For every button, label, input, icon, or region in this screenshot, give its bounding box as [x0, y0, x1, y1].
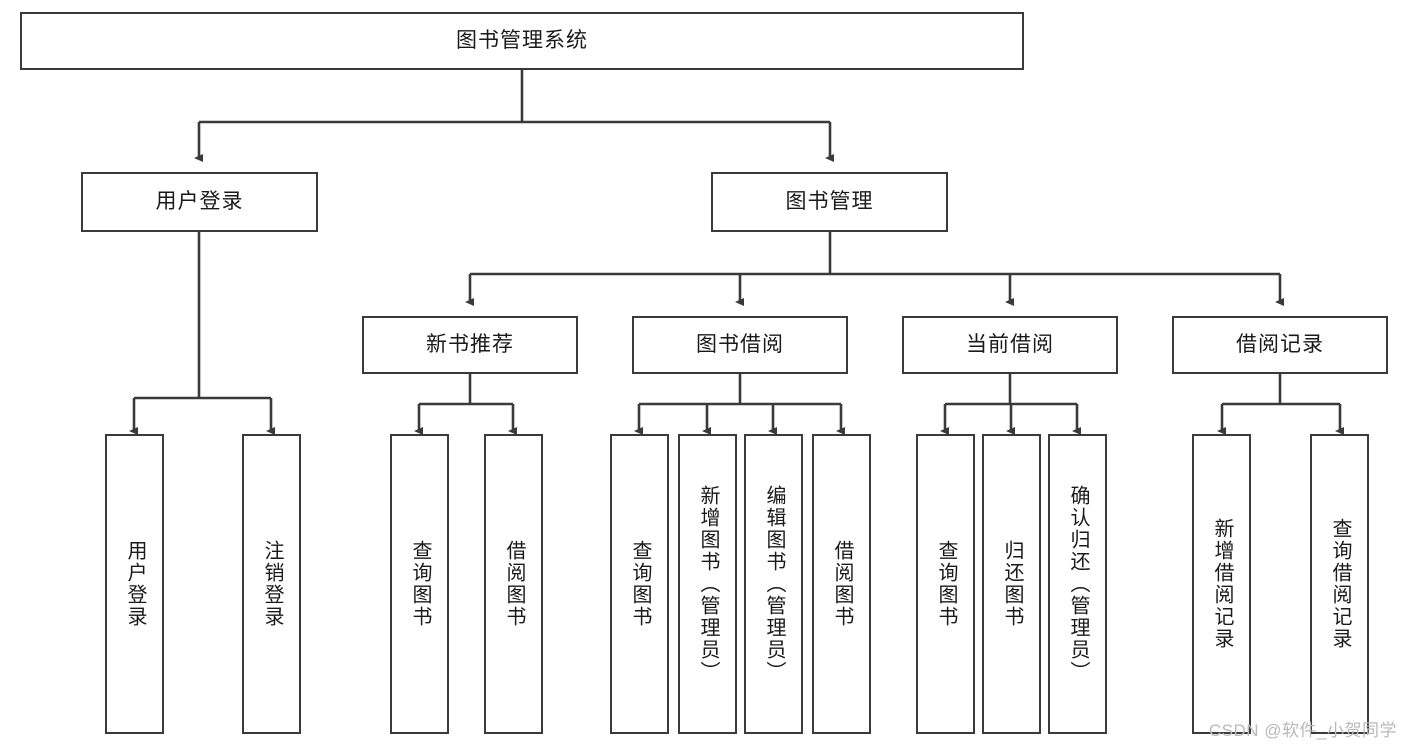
leaf-user-login-logout[interactable]: 注销登录 [242, 434, 301, 734]
leaf-label: 确认归还（管理员） [1067, 485, 1089, 683]
leaf-book-borrow-add[interactable]: 新增图书（管理员） [678, 434, 737, 734]
leaf-label: 注销登录 [261, 540, 283, 628]
node-book-borrow[interactable]: 图书借阅 [632, 316, 848, 374]
leaf-borrow-record-query[interactable]: 查询借阅记录 [1310, 434, 1369, 734]
leaf-label: 用户登录 [124, 540, 146, 628]
watermark-text: CSDN @软件_小贺同学 [1208, 721, 1397, 740]
node-root-system[interactable]: 图书管理系统 [20, 12, 1024, 70]
leaf-label: 查询图书 [409, 540, 431, 628]
leaf-new-book-query[interactable]: 查询图书 [390, 434, 449, 734]
leaf-book-borrow-query[interactable]: 查询图书 [610, 434, 669, 734]
leaf-book-borrow-edit[interactable]: 编辑图书（管理员） [744, 434, 803, 734]
leaf-current-borrow-query[interactable]: 查询图书 [916, 434, 975, 734]
leaf-label: 编辑图书（管理员） [763, 485, 785, 683]
leaf-label: 查询借阅记录 [1329, 518, 1351, 650]
leaf-new-book-borrow[interactable]: 借阅图书 [484, 434, 543, 734]
leaf-label: 借阅图书 [831, 540, 853, 628]
node-new-book-recommend[interactable]: 新书推荐 [362, 316, 578, 374]
node-borrow-record[interactable]: 借阅记录 [1172, 316, 1388, 374]
leaf-label: 查询图书 [935, 540, 957, 628]
leaf-label: 新增借阅记录 [1211, 518, 1233, 650]
leaf-label: 归还图书 [1001, 540, 1023, 628]
leaf-current-borrow-return[interactable]: 归还图书 [982, 434, 1041, 734]
leaf-label: 查询图书 [629, 540, 651, 628]
leaf-borrow-record-add[interactable]: 新增借阅记录 [1192, 434, 1251, 734]
leaf-book-borrow-borrow[interactable]: 借阅图书 [812, 434, 871, 734]
leaf-label: 借阅图书 [503, 540, 525, 628]
leaf-user-login-login[interactable]: 用户登录 [105, 434, 164, 734]
leaf-label: 新增图书（管理员） [697, 485, 719, 683]
node-user-login[interactable]: 用户登录 [81, 172, 318, 232]
node-book-management[interactable]: 图书管理 [711, 172, 948, 232]
node-current-borrow[interactable]: 当前借阅 [902, 316, 1118, 374]
leaf-current-borrow-confirm-return[interactable]: 确认归还（管理员） [1048, 434, 1107, 734]
